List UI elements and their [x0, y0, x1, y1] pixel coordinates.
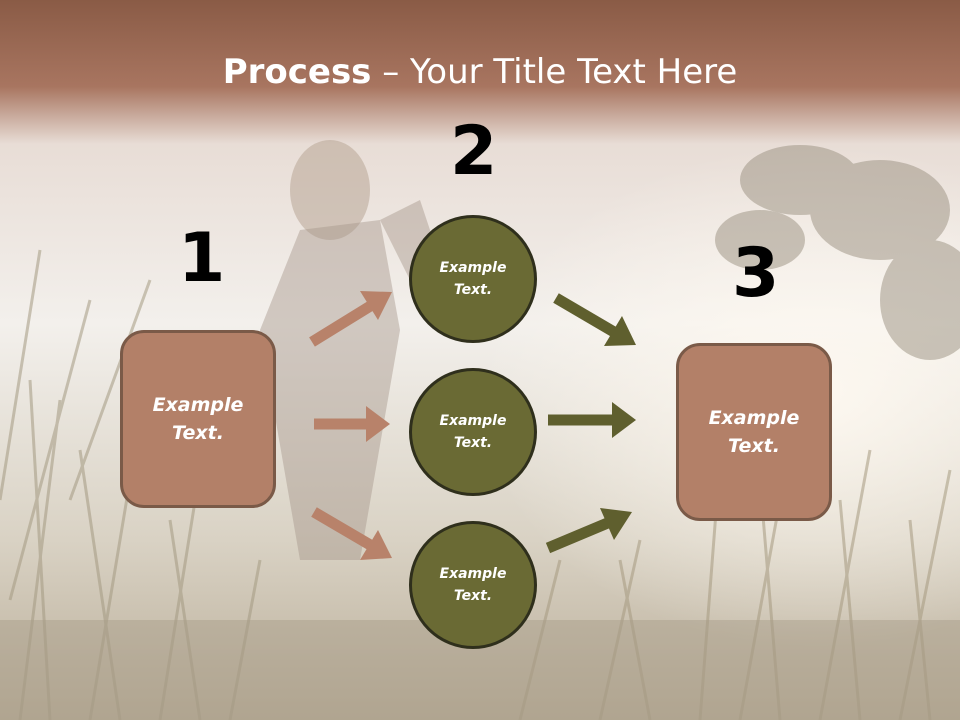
step-number-3: 3: [732, 234, 780, 313]
arrow-left-mid: [314, 406, 390, 442]
middle-circle-center: Example Text.: [409, 368, 537, 496]
middle-circle-bottom-label: Example Text.: [439, 565, 507, 604]
middle-circle-center-label: Example Text.: [439, 412, 507, 451]
middle-circle-top: Example Text.: [409, 215, 537, 343]
step-number-1: 1: [178, 219, 226, 298]
title-bold: Process: [222, 52, 372, 92]
step-1-label: Example Text.: [152, 393, 244, 445]
arrow-right-down: [553, 293, 636, 346]
step-1-box: Example Text.: [120, 330, 276, 508]
page-title: Process – Your Title Text Here: [0, 52, 960, 92]
arrow-right-up: [545, 508, 632, 554]
arrow-right-mid: [548, 402, 636, 438]
title-rest: – Your Title Text Here: [371, 52, 738, 92]
step-number-2: 2: [450, 112, 498, 191]
step-3-box: Example Text.: [676, 343, 832, 521]
arrow-left-down: [311, 507, 392, 560]
step-3-label: Example Text.: [708, 406, 800, 458]
middle-circle-bottom: Example Text.: [409, 521, 537, 649]
middle-circle-top-label: Example Text.: [439, 259, 507, 298]
arrow-left-up: [309, 291, 392, 347]
